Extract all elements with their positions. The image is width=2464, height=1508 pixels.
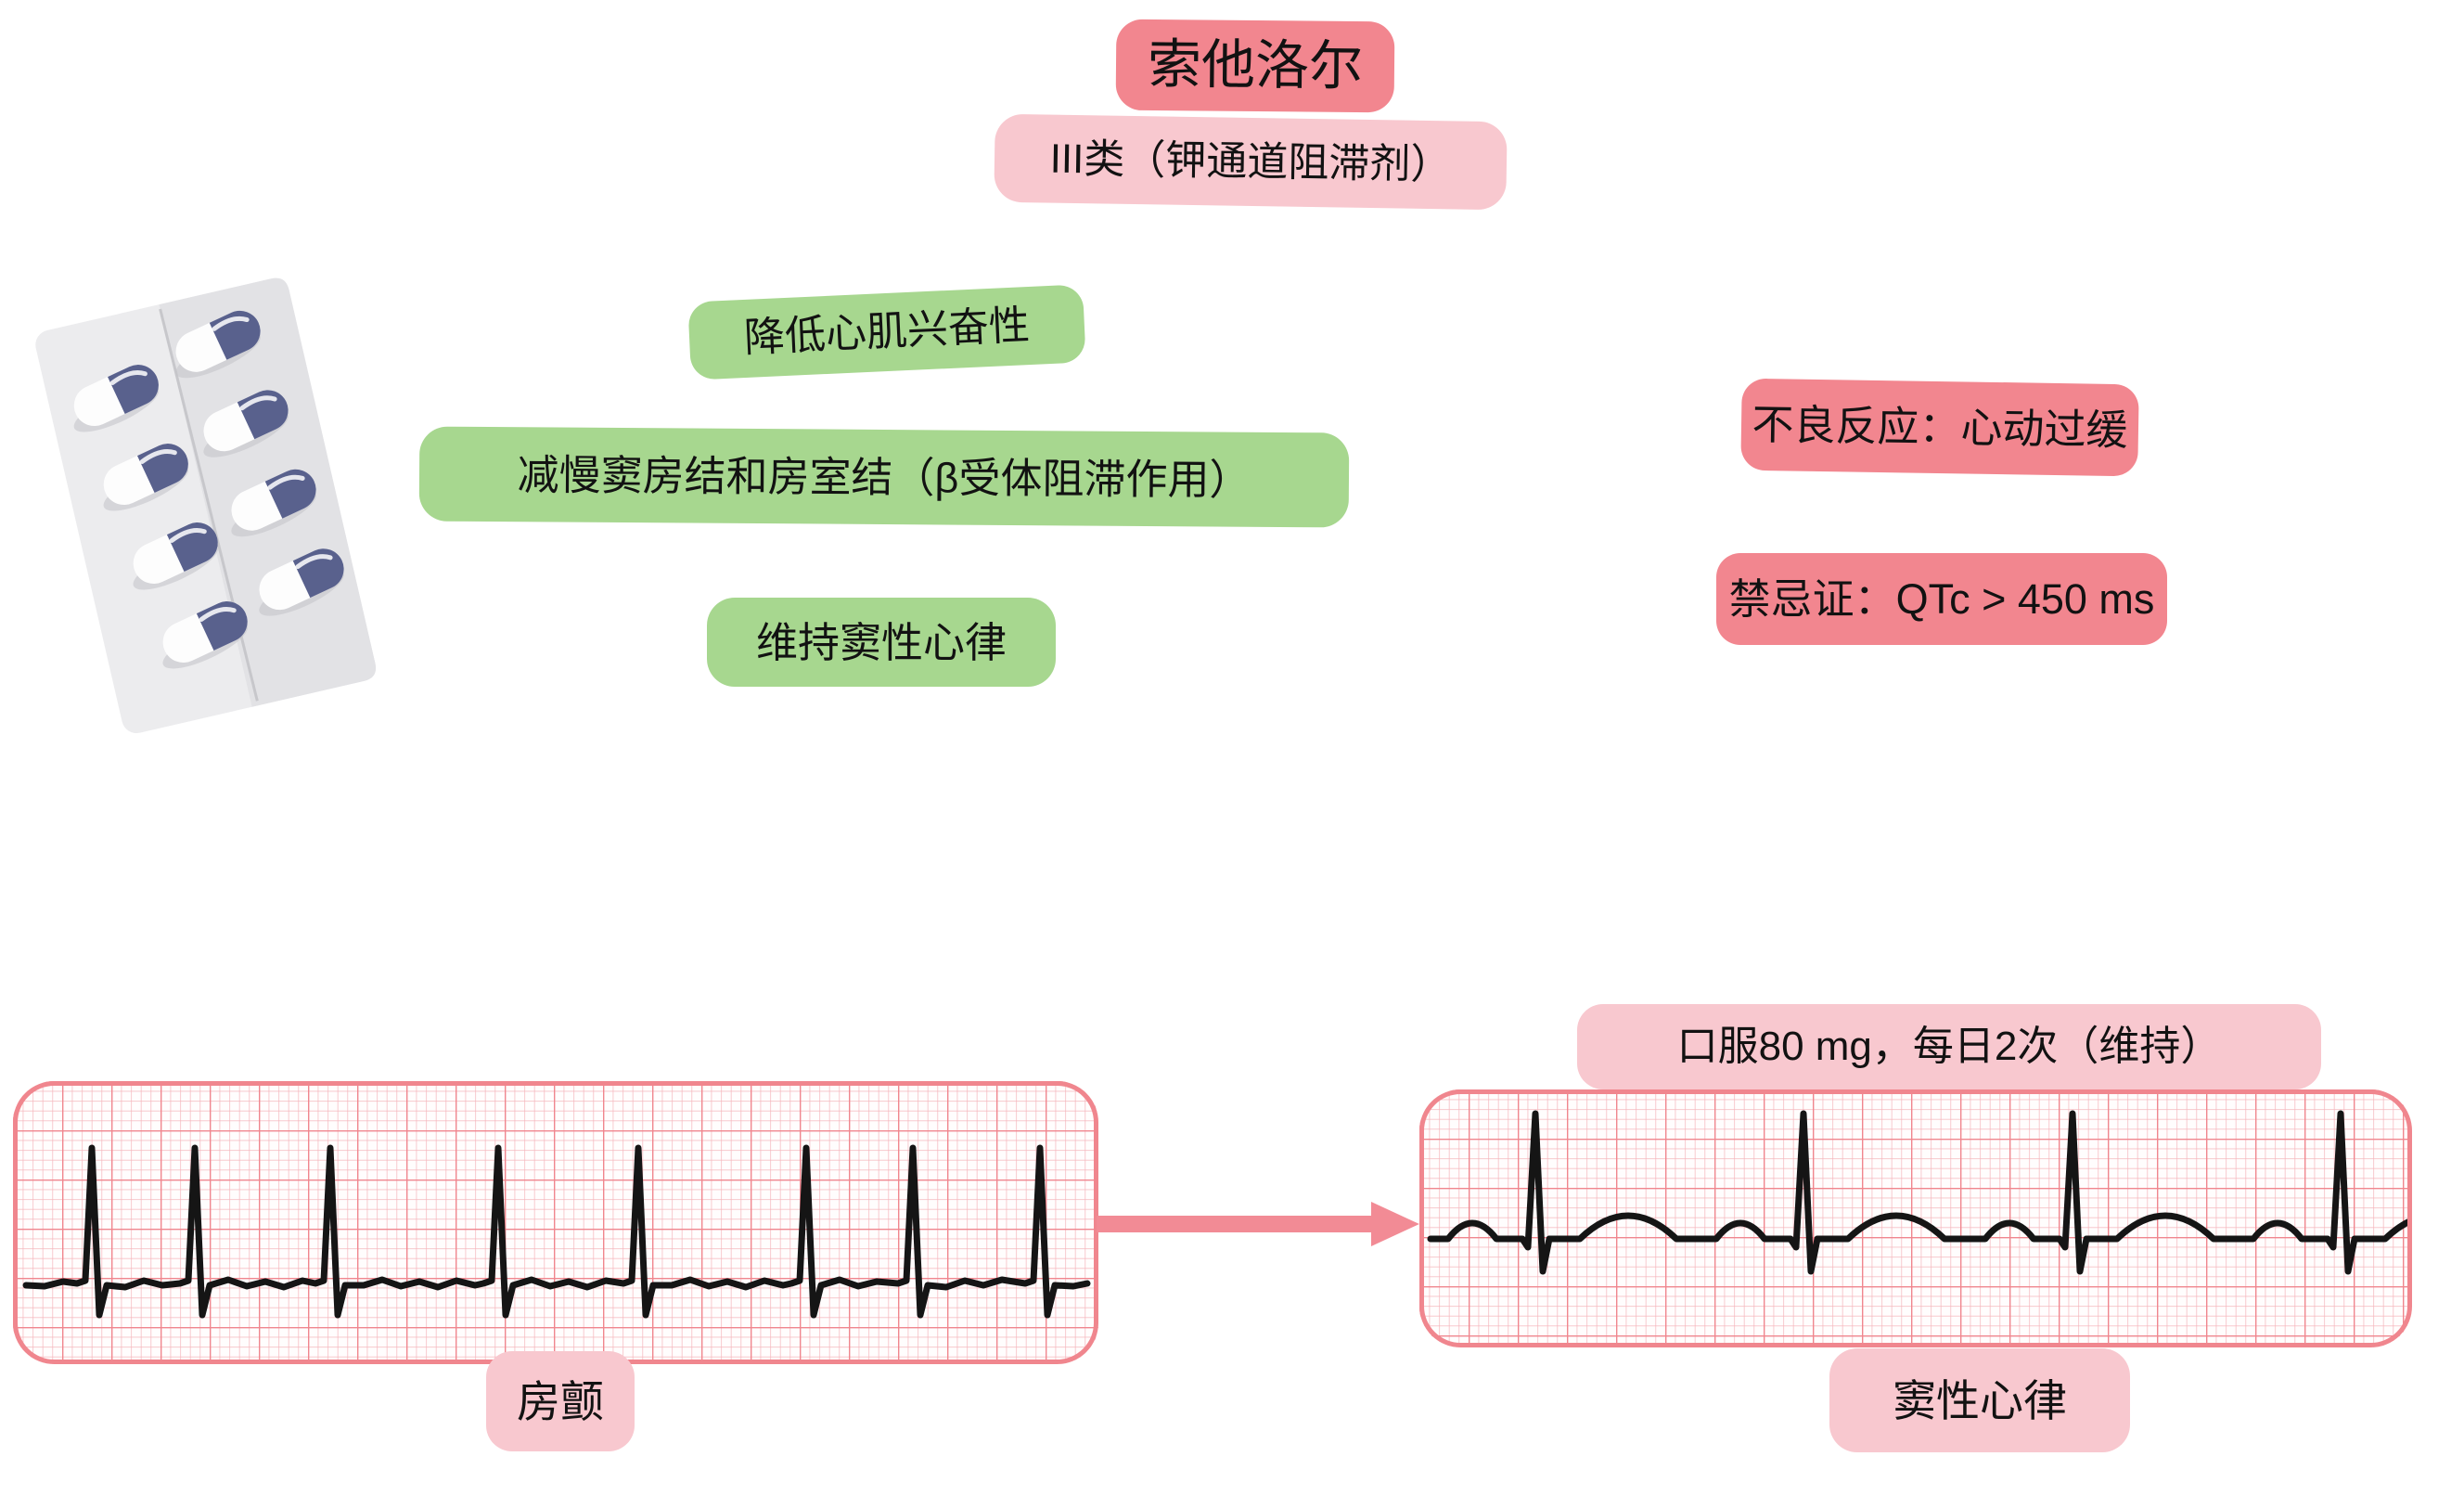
conversion-arrow-icon [1097, 1202, 1419, 1246]
mechanism-badge-excitability: 降低心肌兴奋性 [687, 284, 1086, 380]
adverse-reaction-badge: 不良反应：心动过缓 [1740, 378, 2139, 477]
pill-pack-group [35, 277, 377, 734]
dose-badge: 口服80 mg，每日2次（维持） [1577, 1004, 2321, 1089]
ecg-strip-afib [13, 1081, 1098, 1364]
sinus-label-badge: 窦性心律 [1829, 1348, 2130, 1452]
ecg-strip-sinus [1419, 1089, 2412, 1347]
ecg-grid-major [13, 1081, 1098, 1364]
contraindication-label: 禁忌证：QTc > 450 ms [1728, 575, 2155, 623]
afib-label: 房颤 [517, 1376, 604, 1426]
mechanism-label-2: 减慢窦房结和房室结（β受体阻滞作用） [517, 450, 1251, 504]
mechanism-label-3: 维持窦性心律 [755, 618, 1007, 666]
ecg-strip-border [1419, 1089, 2412, 1347]
drug-class-badge: III类（钾通道阻滞剂） [994, 113, 1508, 211]
adverse-reaction-label: 不良反应：心动过缓 [1752, 400, 2128, 455]
drug-title: 索他洛尔 [1147, 33, 1364, 97]
pill-blister-pack-illustration [35, 277, 377, 734]
sinus-label: 窦性心律 [1893, 1375, 2067, 1425]
drug-class-label: III类（钾通道阻滞剂） [1049, 135, 1452, 187]
contraindication-badge: 禁忌证：QTc > 450 ms [1716, 553, 2167, 645]
mechanism-badge-sinus-rhythm: 维持窦性心律 [707, 598, 1056, 687]
drug-title-badge: 索他洛尔 [1115, 19, 1395, 113]
ecg-trace-afib [22, 1144, 1091, 1319]
mechanism-label-1: 降低心肌兴奋性 [743, 303, 1031, 361]
dose-label: 口服80 mg，每日2次（维持） [1676, 1024, 2222, 1069]
mechanism-badge-nodes: 减慢窦房结和房室结（β受体阻滞作用） [418, 426, 1350, 528]
afib-label-badge: 房颤 [486, 1351, 635, 1451]
ecg-trace-sinus [1427, 1110, 2412, 1275]
